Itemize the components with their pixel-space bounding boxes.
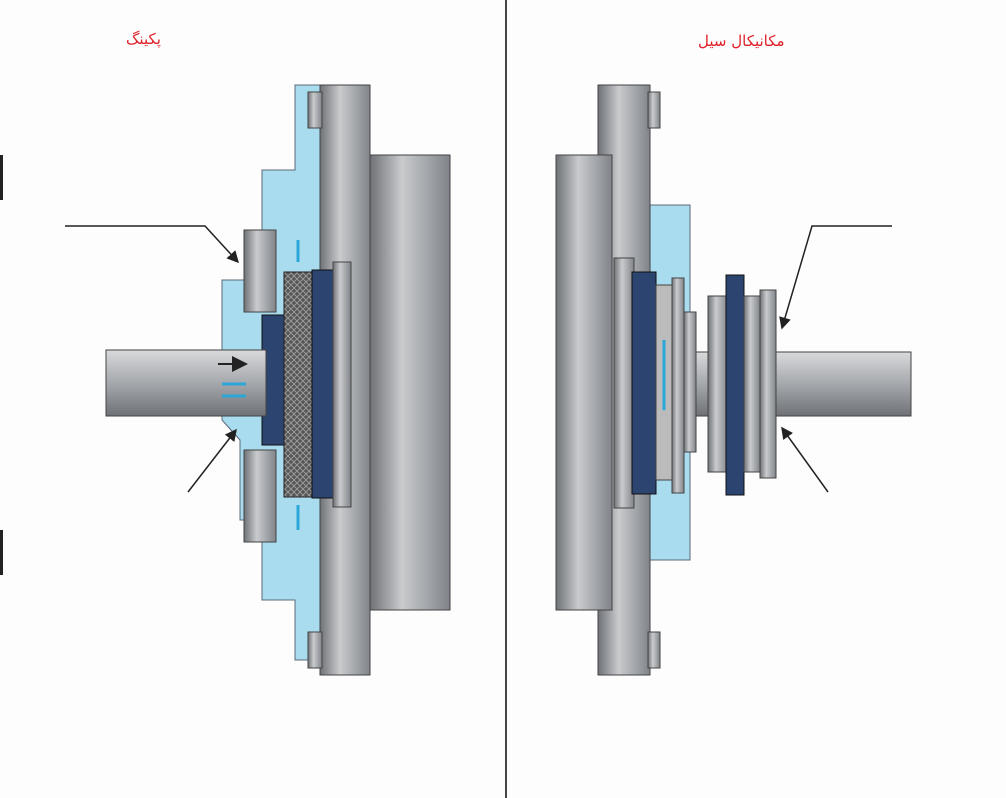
packing-rings: [283, 271, 315, 498]
pump-body: [555, 154, 613, 611]
packing-title: پکینگ: [126, 30, 161, 48]
packing-assembly: [65, 84, 451, 676]
gland-bottom: [243, 449, 277, 543]
pump-body: [369, 154, 451, 611]
mechanical-seal-title: مکانیکال سیل: [698, 32, 785, 50]
mechanical-seal-assembly: [555, 84, 912, 676]
gland-top: [243, 229, 277, 313]
